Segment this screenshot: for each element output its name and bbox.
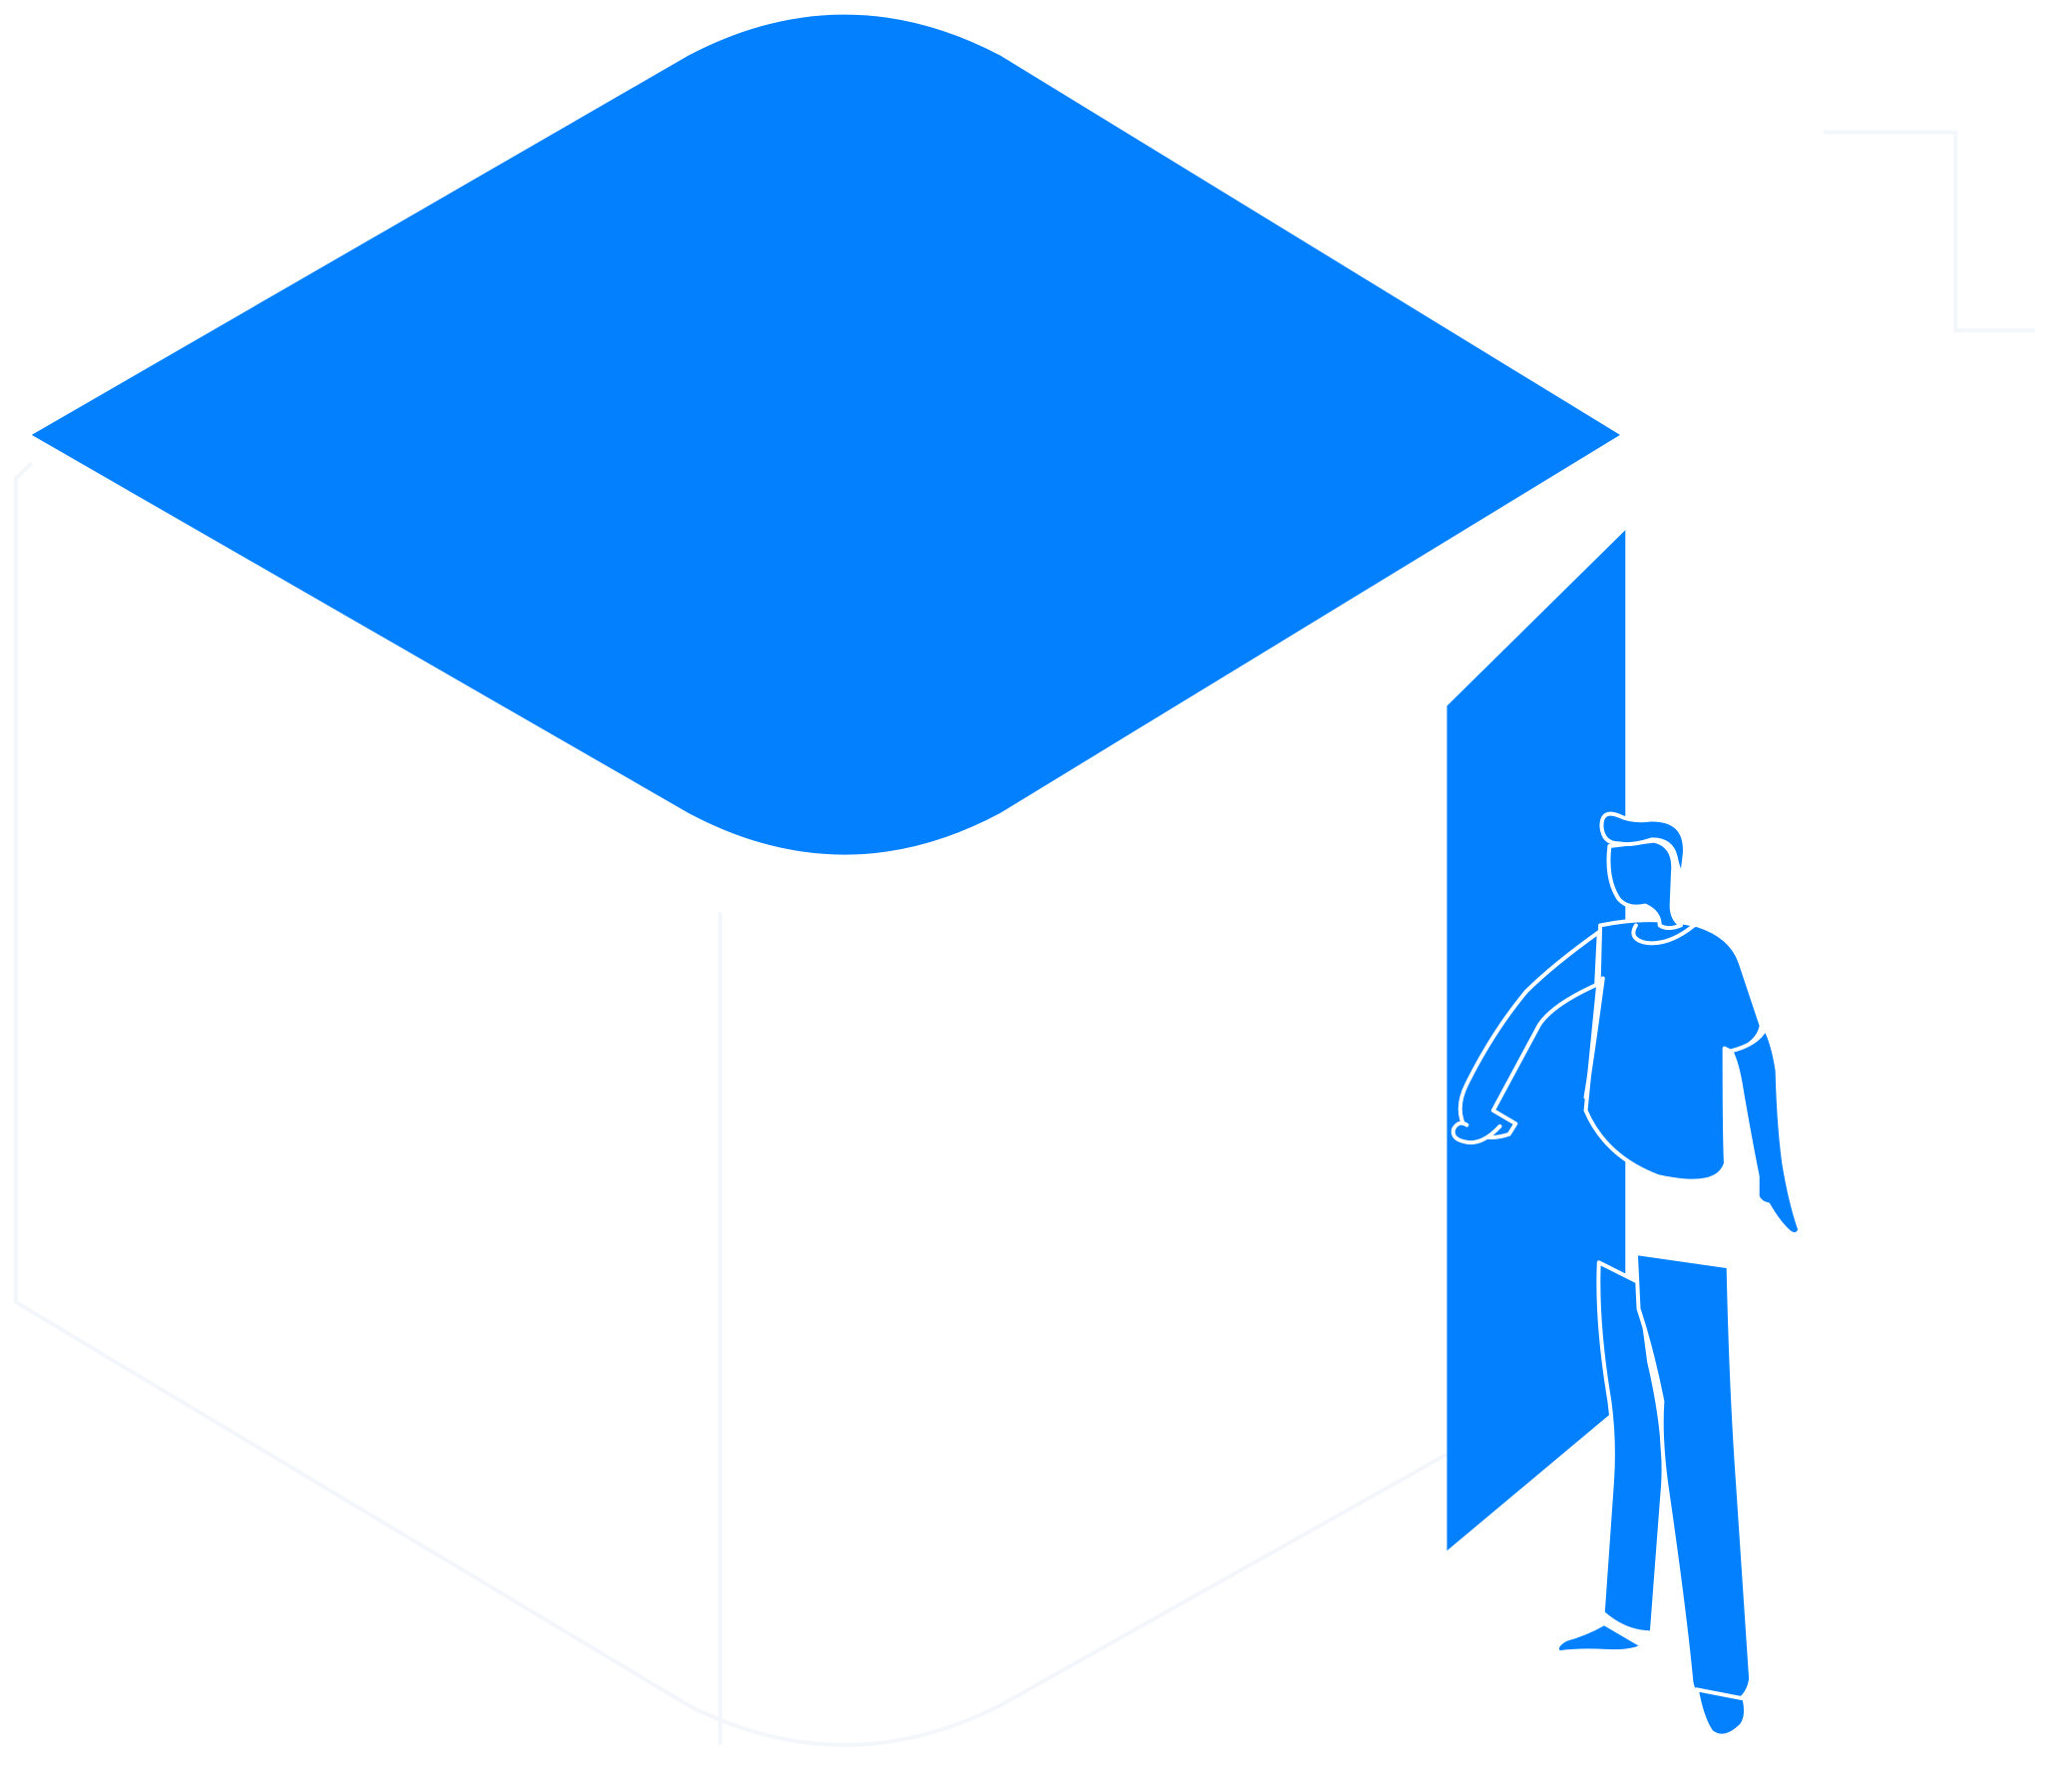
person-hand [1450, 1120, 1502, 1145]
person-back-shoe [1554, 1621, 1645, 1655]
box-faint-outline [13, 130, 2035, 1747]
person-front-shoe [1694, 1687, 1748, 1738]
person-left-arm [1457, 930, 1601, 1139]
person-right-arm [1729, 1026, 1803, 1236]
person-figure [1450, 811, 1803, 1738]
person-collar [1631, 923, 1697, 946]
person-shirt-line [1583, 976, 1605, 1100]
person-torso [1583, 918, 1764, 1183]
person-hair [1599, 811, 1687, 878]
box-lid [31, 14, 1620, 855]
person-head [1606, 838, 1683, 931]
